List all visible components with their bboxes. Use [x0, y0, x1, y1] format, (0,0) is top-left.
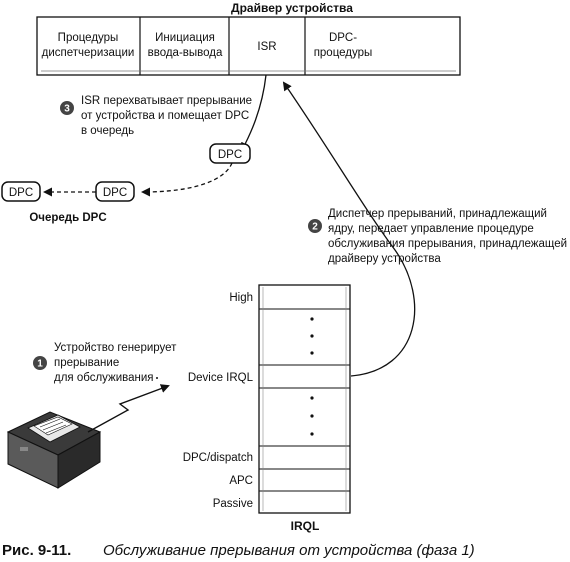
step3-text: ISR перехватывает прерывание от устройст…	[81, 95, 252, 137]
dpc-queue-item-2: DPC	[95, 181, 135, 202]
driver-table	[36, 16, 461, 76]
driver-cell-dispatch: Процедуры диспетчеризации	[42, 32, 135, 59]
irql-level-passive: Passive	[213, 498, 253, 510]
figure-number: Рис. 9-11.	[2, 542, 71, 559]
svg-text:от устройства и помещает DPC: от устройства и помещает DPC	[81, 110, 249, 122]
stray-dot	[156, 377, 158, 379]
device-printer-icon	[6, 411, 102, 489]
svg-text:ядру, передает управление проц: ядру, передает управление процедуре	[328, 223, 534, 235]
svg-text:драйверу устройства: драйверу устройства	[328, 253, 441, 265]
svg-text:ISR: ISR	[257, 41, 276, 53]
step1-text: Устройство генерирует прерывание для обс…	[54, 342, 177, 384]
irql-table	[258, 284, 351, 514]
svg-text:Устройство генерирует: Устройство генерирует	[54, 342, 177, 354]
dispatcher-to-isr-arrow	[282, 81, 416, 377]
irql-title: IRQL	[291, 519, 320, 533]
irql-level-high: High	[229, 292, 253, 304]
driver-cell-isr: ISR	[257, 41, 276, 53]
svg-text:1: 1	[37, 359, 43, 370]
svg-text:3: 3	[64, 104, 70, 115]
step3-badge: 3	[60, 101, 74, 115]
svg-text:обслуживания прерывания, прина: обслуживания прерывания, принадлежащей	[328, 238, 567, 250]
svg-text:для обслуживания: для обслуживания	[54, 372, 154, 384]
svg-text:DPC: DPC	[103, 187, 127, 199]
dpc-to-queue-arrow	[141, 162, 233, 197]
step2-badge: 2	[308, 219, 322, 233]
driver-cell-dpc-procs: DPC- процедуры	[314, 32, 373, 59]
irql-level-apc: APC	[229, 475, 253, 487]
step1-badge: 1	[33, 356, 47, 370]
svg-text:Диспетчер прерываний, принадле: Диспетчер прерываний, принадлежащий	[328, 208, 547, 220]
irql-level-device: Device IRQL	[188, 372, 254, 384]
svg-text:диспетчеризации: диспетчеризации	[42, 47, 135, 59]
interrupt-signal-line	[87, 384, 170, 433]
irql-dots-upper	[310, 317, 314, 355]
irql-level-dpc-dispatch: DPC/dispatch	[183, 452, 253, 464]
figure-caption: Обслуживание прерывания от устройства (ф…	[103, 542, 475, 559]
svg-text:в очередь: в очередь	[81, 125, 134, 137]
svg-text:процедуры: процедуры	[314, 47, 373, 59]
svg-text:Инициация: Инициация	[155, 32, 215, 44]
svg-text:прерывание: прерывание	[54, 357, 119, 369]
svg-text:ISR перехватывает прерывание: ISR перехватывает прерывание	[81, 95, 252, 107]
svg-text:DPC: DPC	[218, 149, 242, 161]
svg-text:Процедуры: Процедуры	[58, 32, 119, 44]
irql-dots-lower	[310, 396, 314, 436]
driver-cell-io-init: Инициация ввода-вывода	[148, 32, 223, 59]
svg-text:2: 2	[312, 222, 318, 233]
svg-text:ввода-вывода: ввода-вывода	[148, 47, 223, 59]
svg-text:DPC: DPC	[9, 187, 33, 199]
dpc-new: DPC	[209, 143, 251, 164]
driver-title: Драйвер устройства	[231, 1, 353, 15]
svg-text:DPC-: DPC-	[329, 32, 357, 44]
step2-text: Диспетчер прерываний, принадлежащий ядру…	[328, 208, 567, 265]
dpc-queue-item-1: DPC	[1, 181, 41, 202]
dpc-queue-label: Очередь DPC	[29, 212, 106, 224]
